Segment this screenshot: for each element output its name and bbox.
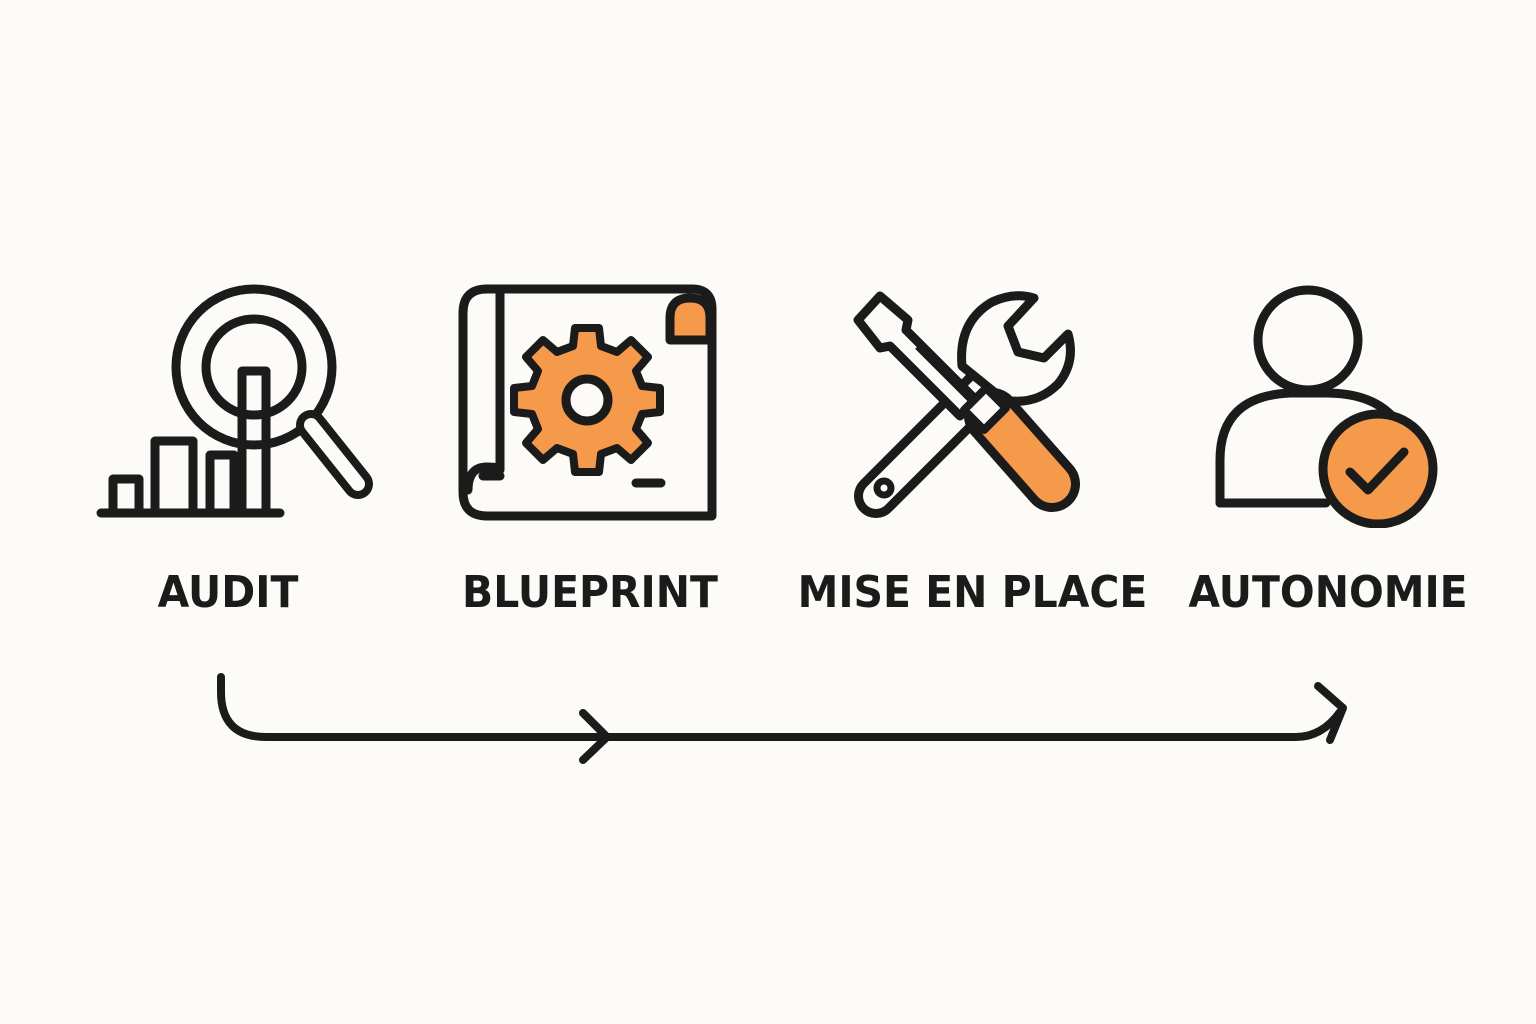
step-label-audit: AUDIT bbox=[157, 567, 299, 618]
magnifier-bar-chart-icon bbox=[96, 284, 373, 518]
blueprint-gear-icon bbox=[458, 284, 717, 521]
screwdriver-wrench-icon bbox=[853, 291, 1080, 518]
step-label-mise-en-place: MISE EN PLACE bbox=[797, 567, 1148, 618]
user-check-icon bbox=[1215, 285, 1438, 528]
arrow-mid-chevron bbox=[579, 709, 611, 764]
arrow-end-head bbox=[1314, 682, 1347, 744]
step-label-blueprint: BLUEPRINT bbox=[462, 567, 718, 618]
step-label-autonomie: AUTONOMIE bbox=[1188, 567, 1468, 618]
